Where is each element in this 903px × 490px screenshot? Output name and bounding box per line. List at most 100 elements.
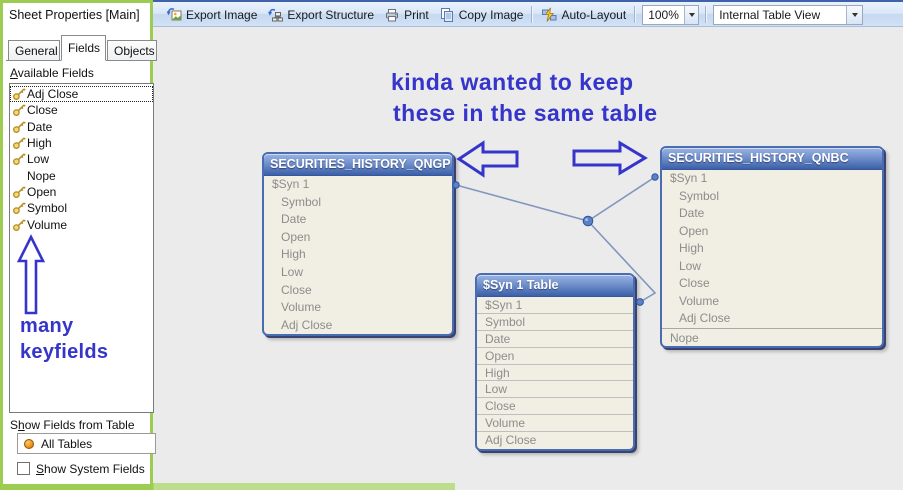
tab-strip: General Fields Objects: [6, 34, 157, 61]
view-mode-combo[interactable]: Internal Table View: [713, 4, 864, 25]
field-list-item[interactable]: Open: [10, 184, 153, 200]
table-field: High: [679, 241, 704, 255]
key-icon: [12, 201, 26, 215]
tab-fields[interactable]: Fields: [61, 35, 106, 61]
field-list-item[interactable]: High: [10, 135, 153, 151]
print-icon: [384, 7, 400, 23]
table-field: Open: [477, 348, 633, 365]
table-field: Open: [679, 223, 709, 238]
annotation-keyfields-line1: many: [20, 315, 74, 337]
zoom-combo[interactable]: 100%: [642, 4, 700, 25]
zoom-value: 100%: [648, 7, 679, 22]
table-viewer-toolbar: Export Image Export Structure: [153, 0, 903, 27]
table-field: Open: [281, 229, 311, 244]
panel-title: Sheet Properties [Main]: [9, 8, 140, 22]
copy-image-label: Copy Image: [458, 7, 524, 22]
table-field: Volume: [477, 415, 633, 433]
field-list-item[interactable]: Adj Close: [10, 86, 153, 103]
table-field: Date: [679, 206, 705, 220]
table-field: $Syn 1: [670, 171, 708, 185]
export-image-button[interactable]: Export Image: [161, 5, 262, 25]
field-name: Nope: [27, 168, 56, 183]
tab-general[interactable]: General: [8, 40, 60, 61]
key-icon: [12, 185, 26, 199]
copy-image-icon: [439, 7, 455, 23]
field-list-item[interactable]: Nope: [10, 167, 153, 183]
table-field: Low: [281, 264, 304, 279]
export-structure-icon: [267, 7, 284, 23]
table-header-syn1[interactable]: $Syn 1 Table: [477, 275, 633, 297]
table-field: Adj Close: [485, 433, 537, 448]
key-icon: [12, 152, 26, 166]
annotation-keyfields-line2: keyfields: [20, 341, 109, 363]
chevron-down-icon: [688, 12, 695, 17]
sheet-properties-panel: Sheet Properties [Main] General Fields O…: [0, 0, 157, 484]
annotation-note-line2: these in the same table: [393, 100, 658, 126]
table-header-qngp[interactable]: SECURITIES_HISTORY_QNGP: [264, 154, 452, 176]
field-list-item[interactable]: Volume: [10, 216, 153, 232]
table-field: Symbol: [281, 194, 322, 209]
key-icon: [12, 136, 26, 150]
export-image-icon: [166, 7, 182, 23]
print-button[interactable]: Print: [379, 5, 434, 25]
table-filter-value: All Tables: [41, 436, 93, 451]
field-list-item[interactable]: Symbol: [10, 200, 153, 216]
chevron-down-icon: [851, 12, 858, 17]
field-list-item[interactable]: Date: [10, 119, 153, 135]
table-field: Low: [679, 258, 702, 273]
copy-image-button[interactable]: Copy Image: [434, 5, 529, 25]
export-structure-button[interactable]: Export Structure: [262, 5, 379, 25]
available-fields-listbox[interactable]: Adj Close Close: [9, 83, 154, 413]
field-name: High: [27, 136, 52, 151]
annotation-keyfields: many keyfields: [20, 313, 108, 365]
view-mode-dropdown-button[interactable]: [846, 5, 863, 24]
table-field: Close: [679, 276, 710, 290]
annotation-arrow-right-icon: [572, 140, 648, 176]
available-fields-label: Available Fields: [10, 66, 94, 80]
toolbar-separator: [634, 6, 637, 23]
table-field: Volume: [679, 293, 720, 308]
table-viewer-canvas: kinda wanted to keep these in the same t…: [153, 27, 903, 490]
table-field: High: [281, 247, 306, 262]
table-field: Low: [477, 381, 633, 399]
green-frame-bottom: [0, 483, 455, 490]
table-field: $Syn 1: [272, 177, 310, 191]
print-label: Print: [404, 7, 429, 22]
tab-objects[interactable]: Objects: [107, 40, 157, 61]
table-field: High: [477, 365, 633, 382]
table-field: Symbol: [679, 188, 720, 203]
zoom-dropdown-button[interactable]: [683, 5, 699, 24]
table-field: $Syn 1: [477, 297, 633, 314]
table-field: Date: [477, 331, 633, 348]
key-icon: [12, 87, 26, 101]
field-name: Symbol: [27, 201, 68, 216]
show-system-fields-label: Show System Fields: [36, 462, 145, 476]
field-list-item[interactable]: Low: [10, 151, 153, 167]
table-filter-combo[interactable]: All Tables: [17, 433, 156, 454]
annotation-note-line1: kinda wanted to keep: [391, 69, 634, 95]
field-name: Open: [27, 184, 57, 199]
table-header-qnbc[interactable]: SECURITIES_HISTORY_QNBC: [662, 148, 882, 170]
table-field: Adj Close: [281, 317, 333, 332]
key-icon: [12, 103, 26, 117]
toolbar-separator: [531, 6, 534, 23]
export-structure-label: Export Structure: [287, 7, 375, 22]
key-icon: [12, 169, 26, 183]
field-list-item[interactable]: Close: [10, 102, 153, 118]
toolbar-separator: [705, 6, 708, 23]
table-field: Close: [477, 398, 633, 416]
field-name: Date: [27, 119, 53, 134]
table-field: Adj Close: [679, 311, 731, 325]
auto-layout-button[interactable]: Auto-Layout: [536, 5, 631, 25]
field-name: Low: [27, 152, 50, 167]
view-mode-value: Internal Table View: [719, 7, 821, 22]
key-icon: [12, 120, 26, 134]
show-system-fields-checkbox[interactable]: [17, 462, 30, 475]
